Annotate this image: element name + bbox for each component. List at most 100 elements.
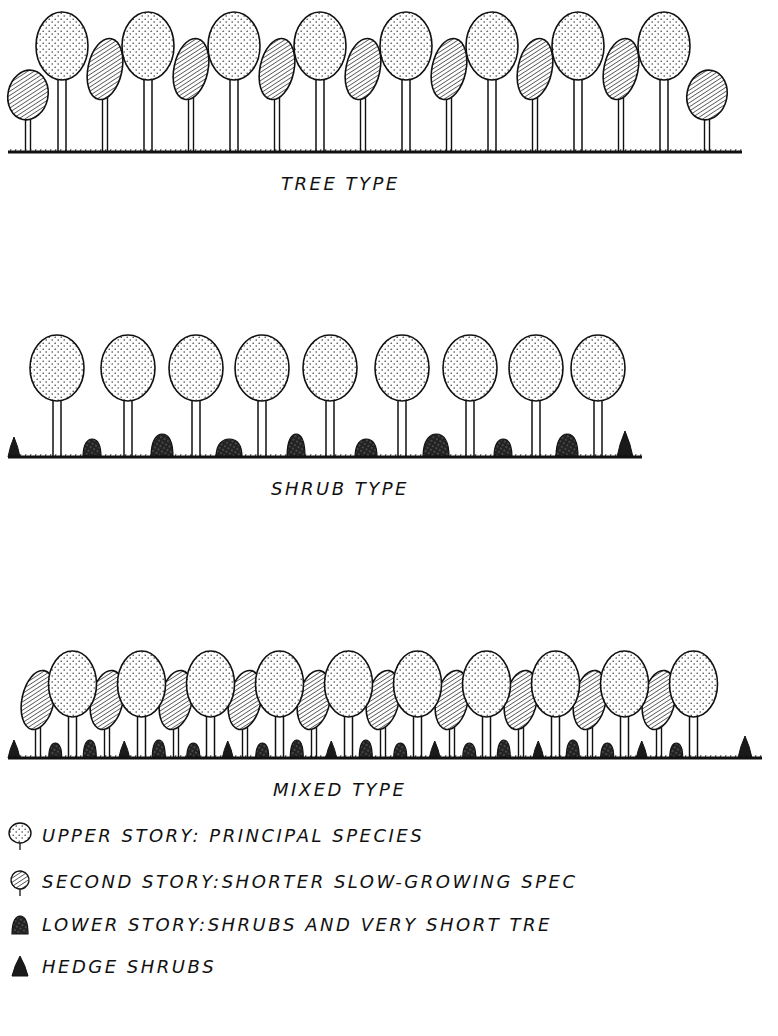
crown bbox=[463, 651, 511, 717]
grass bbox=[605, 755, 606, 758]
trunk bbox=[151, 77, 153, 152]
crown bbox=[36, 12, 88, 80]
grass bbox=[450, 454, 451, 457]
grass bbox=[465, 755, 466, 758]
grass bbox=[270, 755, 271, 758]
grass bbox=[275, 149, 276, 152]
crown bbox=[169, 335, 223, 401]
grass bbox=[265, 149, 266, 152]
grass bbox=[325, 755, 326, 758]
grass bbox=[555, 755, 556, 758]
upper-story-tree bbox=[122, 12, 174, 152]
grass bbox=[285, 149, 286, 152]
grass bbox=[545, 149, 546, 152]
grass bbox=[485, 454, 486, 457]
grass bbox=[295, 755, 296, 758]
grass bbox=[585, 755, 586, 758]
grass bbox=[735, 755, 736, 758]
trunk bbox=[697, 714, 699, 758]
grass bbox=[125, 755, 126, 758]
grass bbox=[760, 755, 761, 758]
crown bbox=[340, 35, 386, 103]
grass bbox=[675, 755, 676, 758]
grass bbox=[675, 149, 676, 152]
trunk bbox=[618, 97, 619, 152]
lower-story-shrub bbox=[355, 439, 377, 457]
grass bbox=[100, 149, 101, 152]
lower-story-shrub bbox=[256, 743, 269, 758]
grass bbox=[115, 755, 116, 758]
grass bbox=[510, 755, 511, 758]
grass bbox=[580, 454, 581, 457]
grass bbox=[360, 755, 361, 758]
grass bbox=[15, 755, 16, 758]
grass bbox=[160, 755, 161, 758]
trunk bbox=[193, 97, 194, 152]
grass bbox=[190, 454, 191, 457]
crown bbox=[375, 335, 429, 401]
trunk bbox=[352, 714, 354, 758]
grass bbox=[320, 454, 321, 457]
grass bbox=[10, 149, 11, 152]
trunk bbox=[365, 97, 366, 152]
grass bbox=[515, 149, 516, 152]
grass bbox=[365, 755, 366, 758]
grass bbox=[590, 755, 591, 758]
grass bbox=[325, 149, 326, 152]
upper-story-tree bbox=[601, 651, 649, 758]
grass bbox=[625, 454, 626, 457]
grass bbox=[700, 755, 701, 758]
grass bbox=[555, 149, 556, 152]
trunk bbox=[397, 398, 399, 457]
grass bbox=[615, 454, 616, 457]
grass bbox=[445, 755, 446, 758]
grass bbox=[515, 755, 516, 758]
trunk bbox=[333, 398, 335, 457]
grass bbox=[140, 454, 141, 457]
grass bbox=[240, 755, 241, 758]
trunk bbox=[206, 714, 208, 758]
trunk bbox=[109, 727, 110, 758]
grass bbox=[115, 149, 116, 152]
crown bbox=[82, 35, 128, 103]
crown bbox=[303, 335, 357, 401]
grass bbox=[35, 149, 36, 152]
grass bbox=[575, 454, 576, 457]
grass bbox=[415, 454, 416, 457]
crown bbox=[670, 651, 718, 717]
grass bbox=[105, 149, 106, 152]
grass bbox=[505, 149, 506, 152]
trunk bbox=[323, 77, 325, 152]
grass bbox=[635, 454, 636, 457]
grass bbox=[695, 149, 696, 152]
grass bbox=[635, 755, 636, 758]
grass bbox=[535, 454, 536, 457]
grass bbox=[640, 454, 641, 457]
crown bbox=[380, 12, 432, 80]
grass bbox=[175, 149, 176, 152]
upper-story-tree bbox=[380, 12, 432, 152]
grass bbox=[650, 149, 651, 152]
grass bbox=[330, 454, 331, 457]
grass bbox=[20, 755, 21, 758]
grass bbox=[595, 149, 596, 152]
grass bbox=[345, 149, 346, 152]
trunk bbox=[257, 398, 259, 457]
trunk bbox=[131, 398, 133, 457]
grass bbox=[215, 149, 216, 152]
type-label: TREE TYPE bbox=[281, 174, 400, 194]
grass bbox=[475, 755, 476, 758]
trunk bbox=[659, 77, 661, 152]
trunk bbox=[446, 97, 447, 152]
grass bbox=[390, 149, 391, 152]
grass bbox=[270, 149, 271, 152]
trunk bbox=[107, 97, 108, 152]
trunk bbox=[537, 97, 538, 152]
grass bbox=[600, 454, 601, 457]
lower-story-shrub bbox=[83, 740, 96, 758]
trunk bbox=[360, 97, 361, 152]
grass bbox=[715, 755, 716, 758]
grass bbox=[180, 149, 181, 152]
trunk bbox=[30, 117, 31, 152]
grass bbox=[35, 755, 36, 758]
